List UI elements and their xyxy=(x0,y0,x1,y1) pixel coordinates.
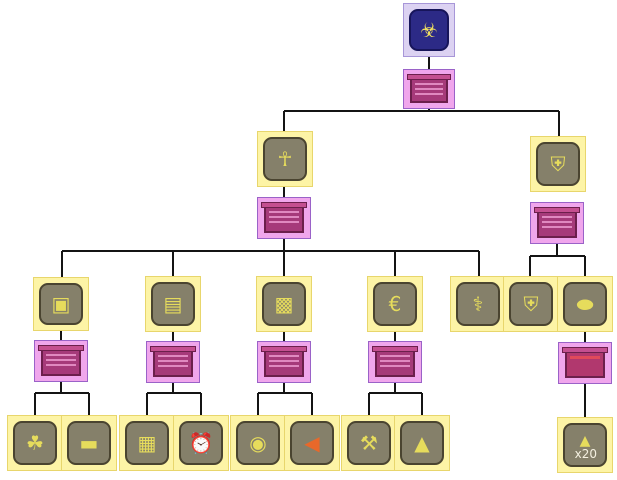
trifold-map-icon: ▦ xyxy=(137,431,157,455)
item-slot-hellstone-bar[interactable]: ▲ x20 xyxy=(557,417,613,473)
item-slot-ankh-charm[interactable]: ☥ xyxy=(257,131,313,187)
item-slot-obsidian-skull[interactable]: ⬬ xyxy=(557,276,613,332)
station-tinkerers-workshop[interactable] xyxy=(403,69,455,109)
blindfold-icon: ▲ xyxy=(414,431,430,455)
item-slot-the-plan[interactable]: ▤ xyxy=(145,276,201,332)
vitamins-icon: ⚒ xyxy=(360,431,378,455)
nazar-icon: ◉ xyxy=(249,431,267,455)
tinkerers-workshop-icon xyxy=(372,346,418,377)
tinkerers-workshop-icon xyxy=(261,202,307,233)
tinkerers-workshop-icon xyxy=(261,346,307,377)
stack-count: x20 xyxy=(574,447,597,461)
item-slot-megaphone[interactable]: ◀ xyxy=(284,415,340,471)
item-slot-medicated-bandage[interactable]: ▩ xyxy=(256,276,312,332)
scroll-icon: ⚕ xyxy=(472,292,484,316)
ankh-icon: ☥ xyxy=(277,147,293,171)
item-slot-countercurse-mantra[interactable]: ⚕ xyxy=(450,276,506,332)
tinkerers-workshop-icon xyxy=(407,74,451,103)
item-slot-cobalt-shield[interactable]: ⛨ xyxy=(503,276,559,332)
item-slot-ankh-shield[interactable]: ☣ xyxy=(403,3,455,57)
ankh-shield-icon: ☣ xyxy=(420,18,438,42)
item-slot-adhesive-bandage[interactable]: ☘ xyxy=(7,415,63,471)
station-tinkerers-workshop[interactable] xyxy=(257,341,311,383)
item-slot-reflective-shades[interactable]: € xyxy=(367,276,423,332)
bandage-icon: ▩ xyxy=(274,292,294,316)
tinkerers-workshop-icon xyxy=(534,207,580,238)
computer-station-icon xyxy=(562,347,608,378)
bezoar-icon: ▬ xyxy=(79,431,99,455)
station-tinkerers-workshop[interactable] xyxy=(530,202,584,244)
adhesive-bandage-icon: ☘ xyxy=(26,431,44,455)
hellstone-bar-icon: ▲ xyxy=(579,433,591,449)
item-slot-armor-bracing[interactable]: ▣ xyxy=(33,277,89,331)
station-tinkerers-workshop[interactable] xyxy=(146,341,200,383)
station-tinkerers-workshop[interactable] xyxy=(368,341,422,383)
shield-icon: ⛨ xyxy=(550,152,566,176)
cobalt-shield-icon: ⛨ xyxy=(523,292,539,316)
tinkerers-workshop-icon xyxy=(150,346,196,377)
megaphone-icon: ◀ xyxy=(304,431,320,455)
tinkerers-workshop-icon xyxy=(38,345,84,376)
item-slot-vitamins[interactable]: ⚒ xyxy=(341,415,397,471)
skull-icon: ⬬ xyxy=(576,292,594,316)
station-tinkerers-workshop[interactable] xyxy=(257,197,311,239)
item-slot-bezoar[interactable]: ▬ xyxy=(61,415,117,471)
item-slot-blindfold[interactable]: ▲ xyxy=(394,415,450,471)
item-slot-trifold-map[interactable]: ▦ xyxy=(119,415,175,471)
item-slot-fast-clock[interactable]: ⏰ xyxy=(173,415,229,471)
clock-icon: ⏰ xyxy=(188,431,214,455)
station-computer[interactable] xyxy=(558,342,612,384)
bracing-icon: ▣ xyxy=(51,292,71,316)
shades-icon: € xyxy=(388,292,402,316)
station-tinkerers-workshop[interactable] xyxy=(34,340,88,382)
item-slot-nazar[interactable]: ◉ xyxy=(230,415,286,471)
map-icon: ▤ xyxy=(163,292,183,316)
item-slot-obsidian-shield[interactable]: ⛨ xyxy=(530,136,586,192)
